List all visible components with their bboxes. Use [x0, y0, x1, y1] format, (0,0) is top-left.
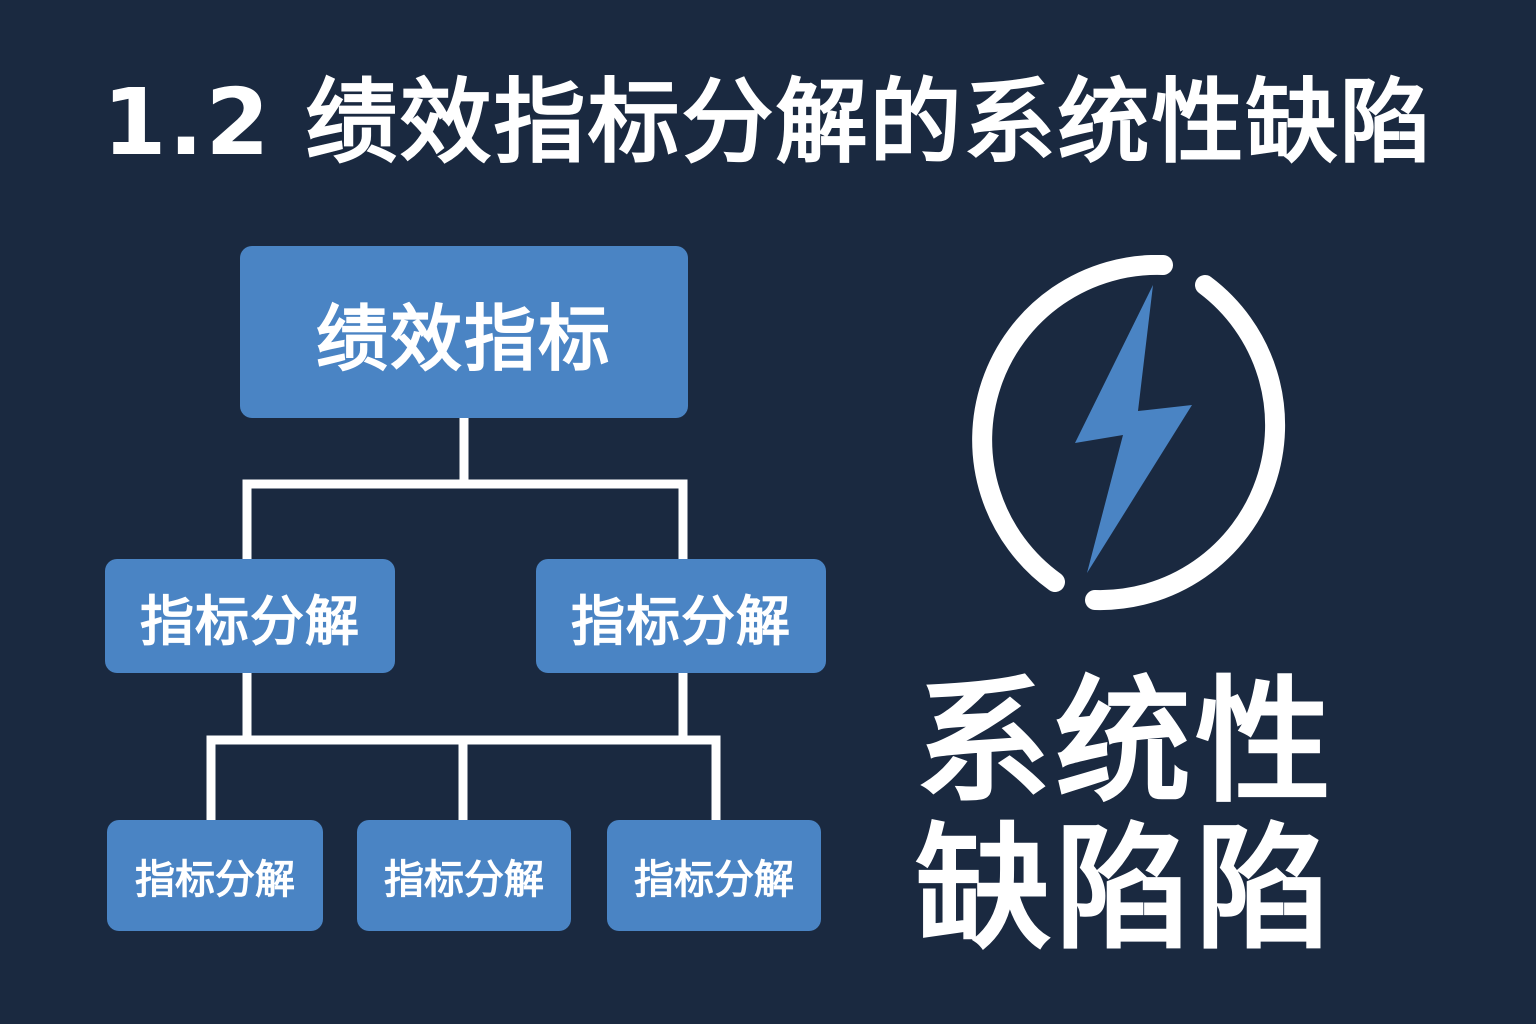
node-level3-3: 指标分解 — [607, 820, 821, 931]
page-title: 1.2 绩效指标分解的系统性缺陷 — [102, 69, 1434, 176]
caption-line-2: 缺陷陷 — [915, 810, 1335, 969]
lightning-bolt-icon — [972, 255, 1286, 611]
node-level3-2: 指标分解 — [357, 820, 571, 931]
broken-circle-arc-left — [972, 255, 1173, 592]
node-root: 绩效指标 — [240, 246, 688, 418]
caption: 系统性 缺陷陷 — [905, 670, 1345, 964]
node-level3-1: 指标分解 — [107, 820, 323, 931]
node-level2-right: 指标分解 — [536, 559, 826, 673]
caption-line-1: 系统性 — [915, 664, 1335, 822]
bolt-shape — [1075, 285, 1192, 573]
broken-circle-arc-right — [1085, 275, 1286, 611]
node-level2-left: 指标分解 — [105, 559, 395, 673]
